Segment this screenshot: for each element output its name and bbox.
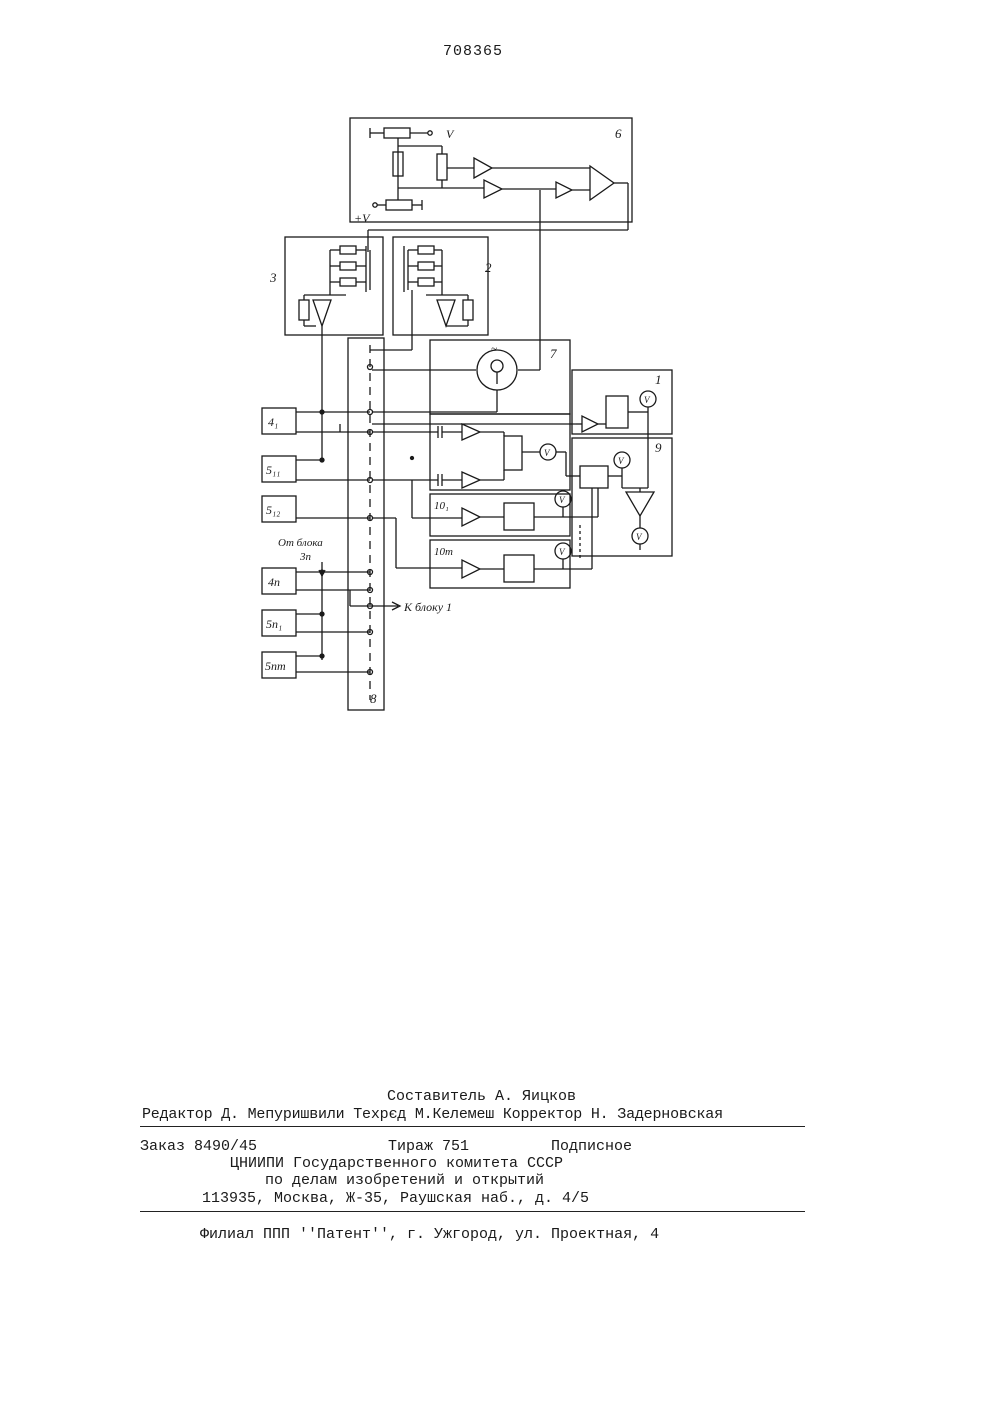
input-blocks: 4₁ 5₁₁ 5₁₂ 4n 5n₁ 5nm От блока 3n	[262, 338, 452, 678]
meter-v-symbol: V	[544, 448, 551, 458]
block-2: 2	[370, 237, 492, 350]
block-2-label: 2	[485, 260, 492, 275]
meter-v-symbol-5: V	[636, 532, 643, 542]
address-line: 113935, Москва, Ж-35, Раушская наб., д. …	[202, 1190, 589, 1207]
from-block-text-2: 3n	[299, 551, 312, 563]
meter-v-symbol-2: V	[559, 495, 566, 505]
circulation: Тираж 751	[388, 1138, 469, 1155]
rule-top	[140, 1126, 805, 1127]
block-10-1-label: 10₁	[434, 500, 449, 512]
block-6-label: 6	[615, 126, 622, 141]
meter-v-symbol-4: V	[618, 456, 625, 466]
block-7-frame	[430, 340, 570, 414]
editors-line: Редактор Д. Мепуришвили Техрєд М.Келемеш…	[142, 1106, 723, 1123]
branch-line: Филиал ППП ''Патент'', г. Ужгород, ул. П…	[200, 1226, 659, 1243]
block-6: 6 V +V	[350, 118, 632, 230]
order-number: Заказ 8490/45	[140, 1138, 257, 1155]
supply-left-label: +V	[354, 211, 371, 225]
block-9-label: 9	[655, 440, 662, 455]
rule-bottom	[140, 1211, 805, 1212]
compiler-line: Составитель А. Яицков	[387, 1088, 576, 1105]
to-block-label: К блоку 1	[403, 600, 452, 614]
generator-symbol: ~	[491, 343, 497, 355]
circuit-schematic: 6 V +V	[0, 0, 1000, 760]
block-3: 3	[269, 237, 383, 338]
block-1: 1 V	[572, 370, 672, 434]
subscription: Подписное	[551, 1138, 632, 1155]
block-1-label: 1	[655, 372, 662, 387]
block-2-frame	[393, 237, 488, 335]
block-7-label: 7	[550, 346, 557, 361]
org-line-1: ЦНИИПИ Государственного комитета СССР	[230, 1155, 563, 1172]
block-8-switch: 8	[348, 338, 384, 710]
from-block-text-1: От блока	[278, 537, 323, 549]
block-5-n1-label: 5n₁	[266, 617, 282, 631]
meter-v-symbol-1: V	[644, 395, 651, 405]
block-8-label: 8	[370, 691, 377, 706]
meter-v-symbol-3: V	[559, 547, 566, 557]
block-5-12-label: 5₁₂	[266, 503, 280, 517]
measurement-channels: V 10₁ V 10m	[340, 414, 598, 588]
block-5-11-label: 5₁₁	[266, 463, 280, 477]
block-10-m-label: 10m	[434, 546, 453, 558]
block-5-nm-label: 5nm	[265, 659, 286, 673]
org-line-2: по делам изобретений и открытий	[265, 1172, 544, 1189]
block-8-frame	[348, 338, 384, 710]
block-10-1	[430, 494, 570, 536]
block-3-label: 3	[269, 270, 277, 285]
block-4-1-label: 4₁	[268, 415, 278, 429]
supply-top-label: V	[446, 127, 455, 141]
block-4-n-label: 4n	[268, 575, 280, 589]
block-9: 9 V V	[566, 412, 672, 569]
